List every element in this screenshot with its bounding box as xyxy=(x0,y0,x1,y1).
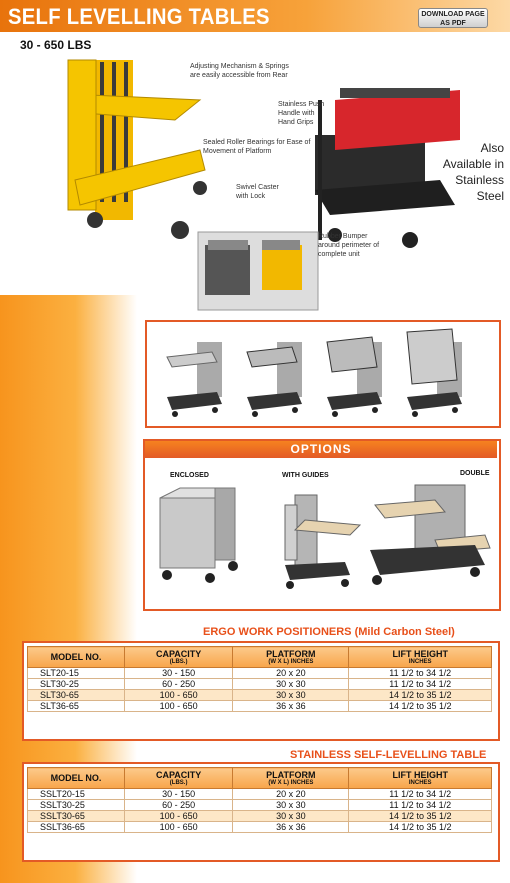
also-stainless-note: Also Available in Stainless Steel xyxy=(442,141,504,203)
option-enclosed-label: ENCLOSED xyxy=(170,472,209,479)
table-cell: 11 1/2 to 34 1/2 xyxy=(348,788,492,800)
table-cell: 14 1/2 to 35 1/2 xyxy=(348,810,492,822)
loading-sequence-illustrations xyxy=(166,328,462,417)
callout-bearings: Sealed Roller Bearings for Ease of Movem… xyxy=(203,139,311,155)
capacity-range: 30 - 650 LBS xyxy=(20,38,92,52)
option-guides-label: WITH GUIDES xyxy=(282,472,329,479)
inset-photo xyxy=(197,231,319,311)
guides-cart-image xyxy=(284,494,362,589)
table-cell: 30 x 30 xyxy=(232,799,350,811)
model-cell: SLT36-65 xyxy=(27,700,125,712)
table-cell: 14 1/2 to 35 1/2 xyxy=(348,689,492,701)
model-cell: SSLT30-25 xyxy=(27,799,125,811)
col-platform-header: PLATFORM(W X L) INCHES xyxy=(232,646,350,668)
table-cell: 11 1/2 to 34 1/2 xyxy=(348,678,492,690)
loading-sequence-box xyxy=(145,320,501,428)
black-cart-image xyxy=(315,88,460,248)
page-header: SELF LEVELLING TABLES DOWNLOAD PAGE AS P… xyxy=(0,0,510,32)
callout-bumper: Rubber Bumper around perimeter of comple… xyxy=(318,233,380,258)
table-cell: 30 x 30 xyxy=(232,689,350,701)
col-capacity-header: CAPACITY(LBS.) xyxy=(123,646,234,668)
table-cell: 14 1/2 to 35 1/2 xyxy=(348,700,492,712)
enclosed-cart-image xyxy=(159,487,238,583)
table-cell: 14 1/2 to 35 1/2 xyxy=(348,821,492,833)
col-capacity-header: CAPACITY(LBS.) xyxy=(123,767,234,789)
table-cell: 100 - 650 xyxy=(123,821,234,833)
options-illustrations xyxy=(159,484,491,589)
ergo-section-title: ERGO WORK POSITIONERS (Mild Carbon Steel… xyxy=(203,626,455,638)
option-double-label: DOUBLE xyxy=(460,470,490,477)
page-title: SELF LEVELLING TABLES xyxy=(8,4,270,29)
callout-caster: Swivel Caster with Lock xyxy=(236,184,279,200)
table-cell: 30 x 30 xyxy=(232,678,350,690)
yellow-cart-image xyxy=(67,59,207,239)
options-heading: OPTIONS xyxy=(145,441,497,458)
table-cell: 30 - 150 xyxy=(123,788,234,800)
table-cell: 60 - 250 xyxy=(123,678,234,690)
stainless-section-title: STAINLESS SELF-LEVELLING TABLE xyxy=(290,749,487,761)
table-cell: 30 - 150 xyxy=(123,667,234,679)
double-cart-image xyxy=(370,484,491,585)
col-platform-header: PLATFORM(W X L) INCHES xyxy=(232,767,350,789)
col-model-header: MODEL NO. xyxy=(27,646,125,668)
table-cell: 30 x 30 xyxy=(232,810,350,822)
ergo-table: MODEL NO. CAPACITY(LBS.) PLATFORM(W X L)… xyxy=(27,646,492,712)
table-cell: 60 - 250 xyxy=(123,799,234,811)
table-cell: 100 - 650 xyxy=(123,700,234,712)
model-cell: SSLT20-15 xyxy=(27,788,125,800)
stainless-table: MODEL NO. CAPACITY(LBS.) PLATFORM(W X L)… xyxy=(27,767,492,833)
table-cell: 20 x 20 xyxy=(232,667,350,679)
model-cell: SLT20-15 xyxy=(27,667,125,679)
table-cell: 36 x 36 xyxy=(232,821,350,833)
table-cell: 100 - 650 xyxy=(123,689,234,701)
callout-adjusting: Adjusting Mechanism & Springs are easily… xyxy=(190,63,289,79)
model-cell: SSLT30-65 xyxy=(27,810,125,822)
table-cell: 100 - 650 xyxy=(123,810,234,822)
col-model-header: MODEL NO. xyxy=(27,767,125,789)
table-cell: 36 x 36 xyxy=(232,700,350,712)
product-photos xyxy=(67,59,460,311)
download-pdf-button[interactable]: DOWNLOAD PAGE AS PDF xyxy=(418,8,488,28)
model-cell: SLT30-25 xyxy=(27,678,125,690)
callout-push-handle: Stainless Push Handle with Hand Grips xyxy=(278,101,325,126)
model-cell: SSLT36-65 xyxy=(27,821,125,833)
table-cell: 20 x 20 xyxy=(232,788,350,800)
table-cell: 11 1/2 to 34 1/2 xyxy=(348,667,492,679)
table-cell: 11 1/2 to 34 1/2 xyxy=(348,799,492,811)
model-cell: SLT30-65 xyxy=(27,689,125,701)
